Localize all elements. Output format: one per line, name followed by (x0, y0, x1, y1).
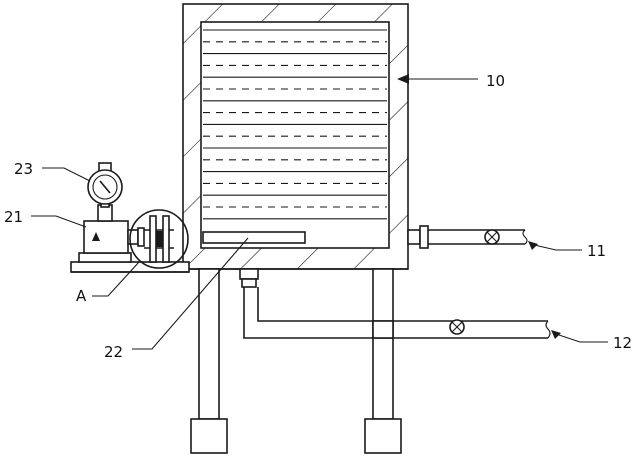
outlet-pipe-lower (239, 268, 551, 339)
label-pump: 21 (4, 208, 23, 226)
label-inlet-plate: 22 (104, 343, 123, 361)
pump (78, 204, 145, 263)
detail-a-circle (129, 209, 189, 269)
label-outlet-pipe-lower: 12 (613, 334, 632, 352)
inlet-plate (202, 231, 306, 244)
label-pressure-gauge: 23 (14, 160, 33, 178)
label-detail-a: A (76, 287, 87, 305)
label-outlet-pipe-upper: 11 (587, 242, 606, 260)
label-tank: 10 (486, 72, 505, 90)
leader-lines (31, 74, 608, 350)
pressure-gauge (87, 162, 123, 208)
liquid-layers (203, 29, 387, 220)
outlet-pipe-upper (407, 225, 528, 249)
support-legs (190, 268, 402, 454)
tank (182, 3, 409, 270)
part-labels: 10 11 12 23 21 A 22 (4, 72, 632, 361)
